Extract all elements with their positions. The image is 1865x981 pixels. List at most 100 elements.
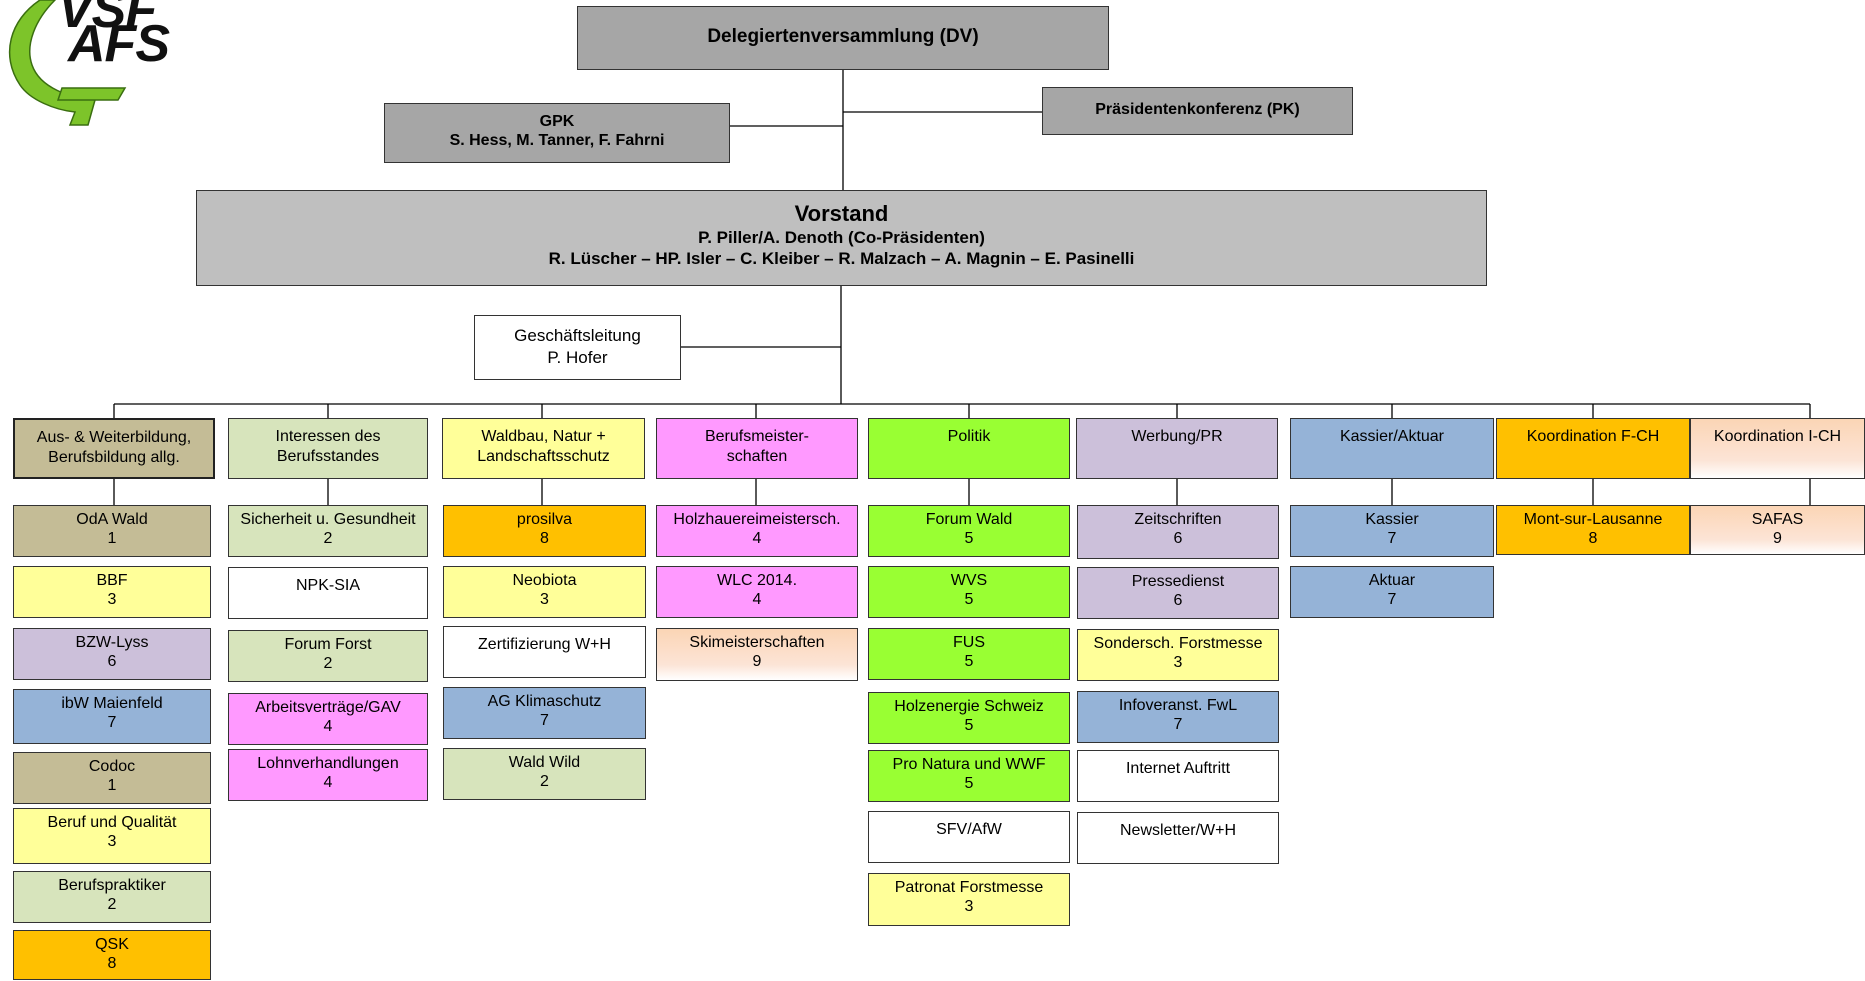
logo-line1: VSF [58,0,157,39]
item-label: Wald Wild [508,754,581,771]
list-item: FUS 5 [868,628,1070,680]
column-header-line: Interessen des [275,428,381,445]
item-number: 8 [107,955,117,972]
list-item: SAFAS 9 [1690,505,1865,555]
list-item: Holzenergie Schweiz 5 [868,692,1070,744]
list-item: WVS 5 [868,566,1070,618]
column-header-line: Berufsbildung allg. [48,449,180,466]
list-item: Skimeisterschaften 9 [656,628,858,681]
item-number: 5 [964,717,974,734]
pk-title: Präsidentenkonferenz (PK) [1095,101,1300,118]
gpk-box: GPK S. Hess, M. Tanner, F. Fahrni [384,103,730,163]
item-label: Patronat Forstmesse [894,879,1044,896]
item-label: Beruf und Qualität [47,814,177,831]
item-number: 7 [1173,716,1183,733]
list-item: prosilva 8 [443,505,646,557]
item-label: AG Klimaschutz [487,693,602,710]
item-label: Arbeitsverträge/GAV [255,699,401,716]
item-number: 4 [752,591,762,608]
item-number: 4 [752,530,762,547]
item-number: 7 [540,712,549,729]
item-number: 6 [1173,592,1183,609]
item-label: Infoveranst. FwL [1118,697,1238,714]
vorstand-presidents: P. Piller/A. Denoth (Co-Präsidenten) [698,228,985,247]
item-number: 2 [107,896,117,913]
column-header-kassier: Kassier/Aktuar [1290,418,1494,479]
item-number: 2 [323,530,333,547]
column-header-line: Berufsmeister- [704,428,810,445]
list-item: ibW Maienfeld 7 [13,689,211,744]
list-item: Pressedienst 6 [1077,567,1279,619]
vorstand-box: Vorstand P. Piller/A. Denoth (Co-Präside… [196,190,1487,286]
item-number: 9 [1773,530,1782,547]
item-label: prosilva [516,511,573,528]
item-label: Internet Auftritt [1125,760,1231,777]
list-item: Beruf und Qualität 3 [13,808,211,864]
item-number: 1 [107,777,117,794]
column-header-koordination-fch: Koordination F-CH [1496,418,1690,479]
item-label: ibW Maienfeld [61,695,163,712]
gl-name: P. Hofer [547,348,608,367]
list-item: SFV/AfW [868,811,1070,863]
item-label: Sicherheit u. Gesundheit [240,511,416,528]
column-header-line: schaften [726,448,788,465]
pk-box: Präsidentenkonferenz (PK) [1042,87,1353,135]
list-item: Forum Wald 5 [868,505,1070,557]
list-item: Wald Wild 2 [443,748,646,800]
item-label: FUS [953,634,985,651]
column-header-line: Werbung/PR [1131,428,1223,445]
column-header-werbung: Werbung/PR [1076,418,1278,479]
item-number: 3 [107,591,117,608]
column-header-line: Koordination F-CH [1526,428,1660,445]
item-label: SFV/AfW [936,821,1002,838]
column-header-politik: Politik [868,418,1070,479]
gl-title: Geschäftsleitung [514,326,641,345]
item-number: 9 [752,653,762,670]
item-number: 2 [540,773,549,790]
item-number: 7 [1387,591,1397,608]
column-header-ausbildung: Aus- & Weiterbildung, Berufsbildung allg… [13,418,215,479]
list-item: Sicherheit u. Gesundheit 2 [228,505,428,557]
item-label: Forum Wald [925,511,1013,528]
column-header-line: Waldbau, Natur + [481,428,606,445]
item-label: Lohnverhandlungen [257,755,399,772]
item-label: Newsletter/W+H [1119,822,1237,839]
item-label: WLC 2014. [716,572,798,589]
list-item: Arbeitsverträge/GAV 4 [228,693,428,745]
geschaeftsleitung-box: Geschäftsleitung P. Hofer [474,315,681,380]
item-label: Berufspraktiker [58,877,166,894]
list-item: Zeitschriften 6 [1077,505,1279,559]
item-label: WVS [950,572,988,589]
item-number: 7 [1387,530,1397,547]
column-header-line: Berufsstandes [276,448,380,465]
list-item: Kassier 7 [1290,505,1494,557]
item-label: Kassier [1365,511,1419,528]
item-label: Zeitschriften [1134,511,1222,528]
item-number: 3 [540,591,549,608]
list-item: Zertifizierung W+H [443,626,646,678]
item-label: Forum Forst [284,636,372,653]
column-header-line: Kassier/Aktuar [1339,428,1445,445]
item-label: Codoc [88,758,136,775]
item-number: 8 [1588,530,1598,547]
item-number: 3 [107,833,117,850]
list-item: Aktuar 7 [1290,566,1494,618]
list-item: Mont-sur-Lausanne 8 [1496,505,1690,555]
item-label: Pressedienst [1131,573,1225,590]
list-item: Neobiota 3 [443,566,646,618]
list-item: BZW-Lyss 6 [13,628,211,680]
item-number: 8 [540,530,549,547]
item-number: 5 [964,530,974,547]
item-label: Neobiota [512,572,577,589]
column-header-line: Koordination I-CH [1713,428,1842,445]
item-label: Sondersch. Forstmesse [1093,635,1263,652]
list-item: Patronat Forstmesse 3 [868,873,1070,926]
vorstand-members: R. Lüscher – HP. Isler – C. Kleiber – R.… [548,249,1135,268]
list-item: Codoc 1 [13,752,211,804]
column-header-koordination-ich: Koordination I-CH [1690,418,1865,479]
item-label: BBF [96,572,128,589]
list-item: Infoveranst. FwL 7 [1077,691,1279,743]
item-number: 3 [1173,654,1183,671]
item-label: Holzenergie Schweiz [894,698,1044,715]
item-label: BZW-Lyss [75,634,149,651]
